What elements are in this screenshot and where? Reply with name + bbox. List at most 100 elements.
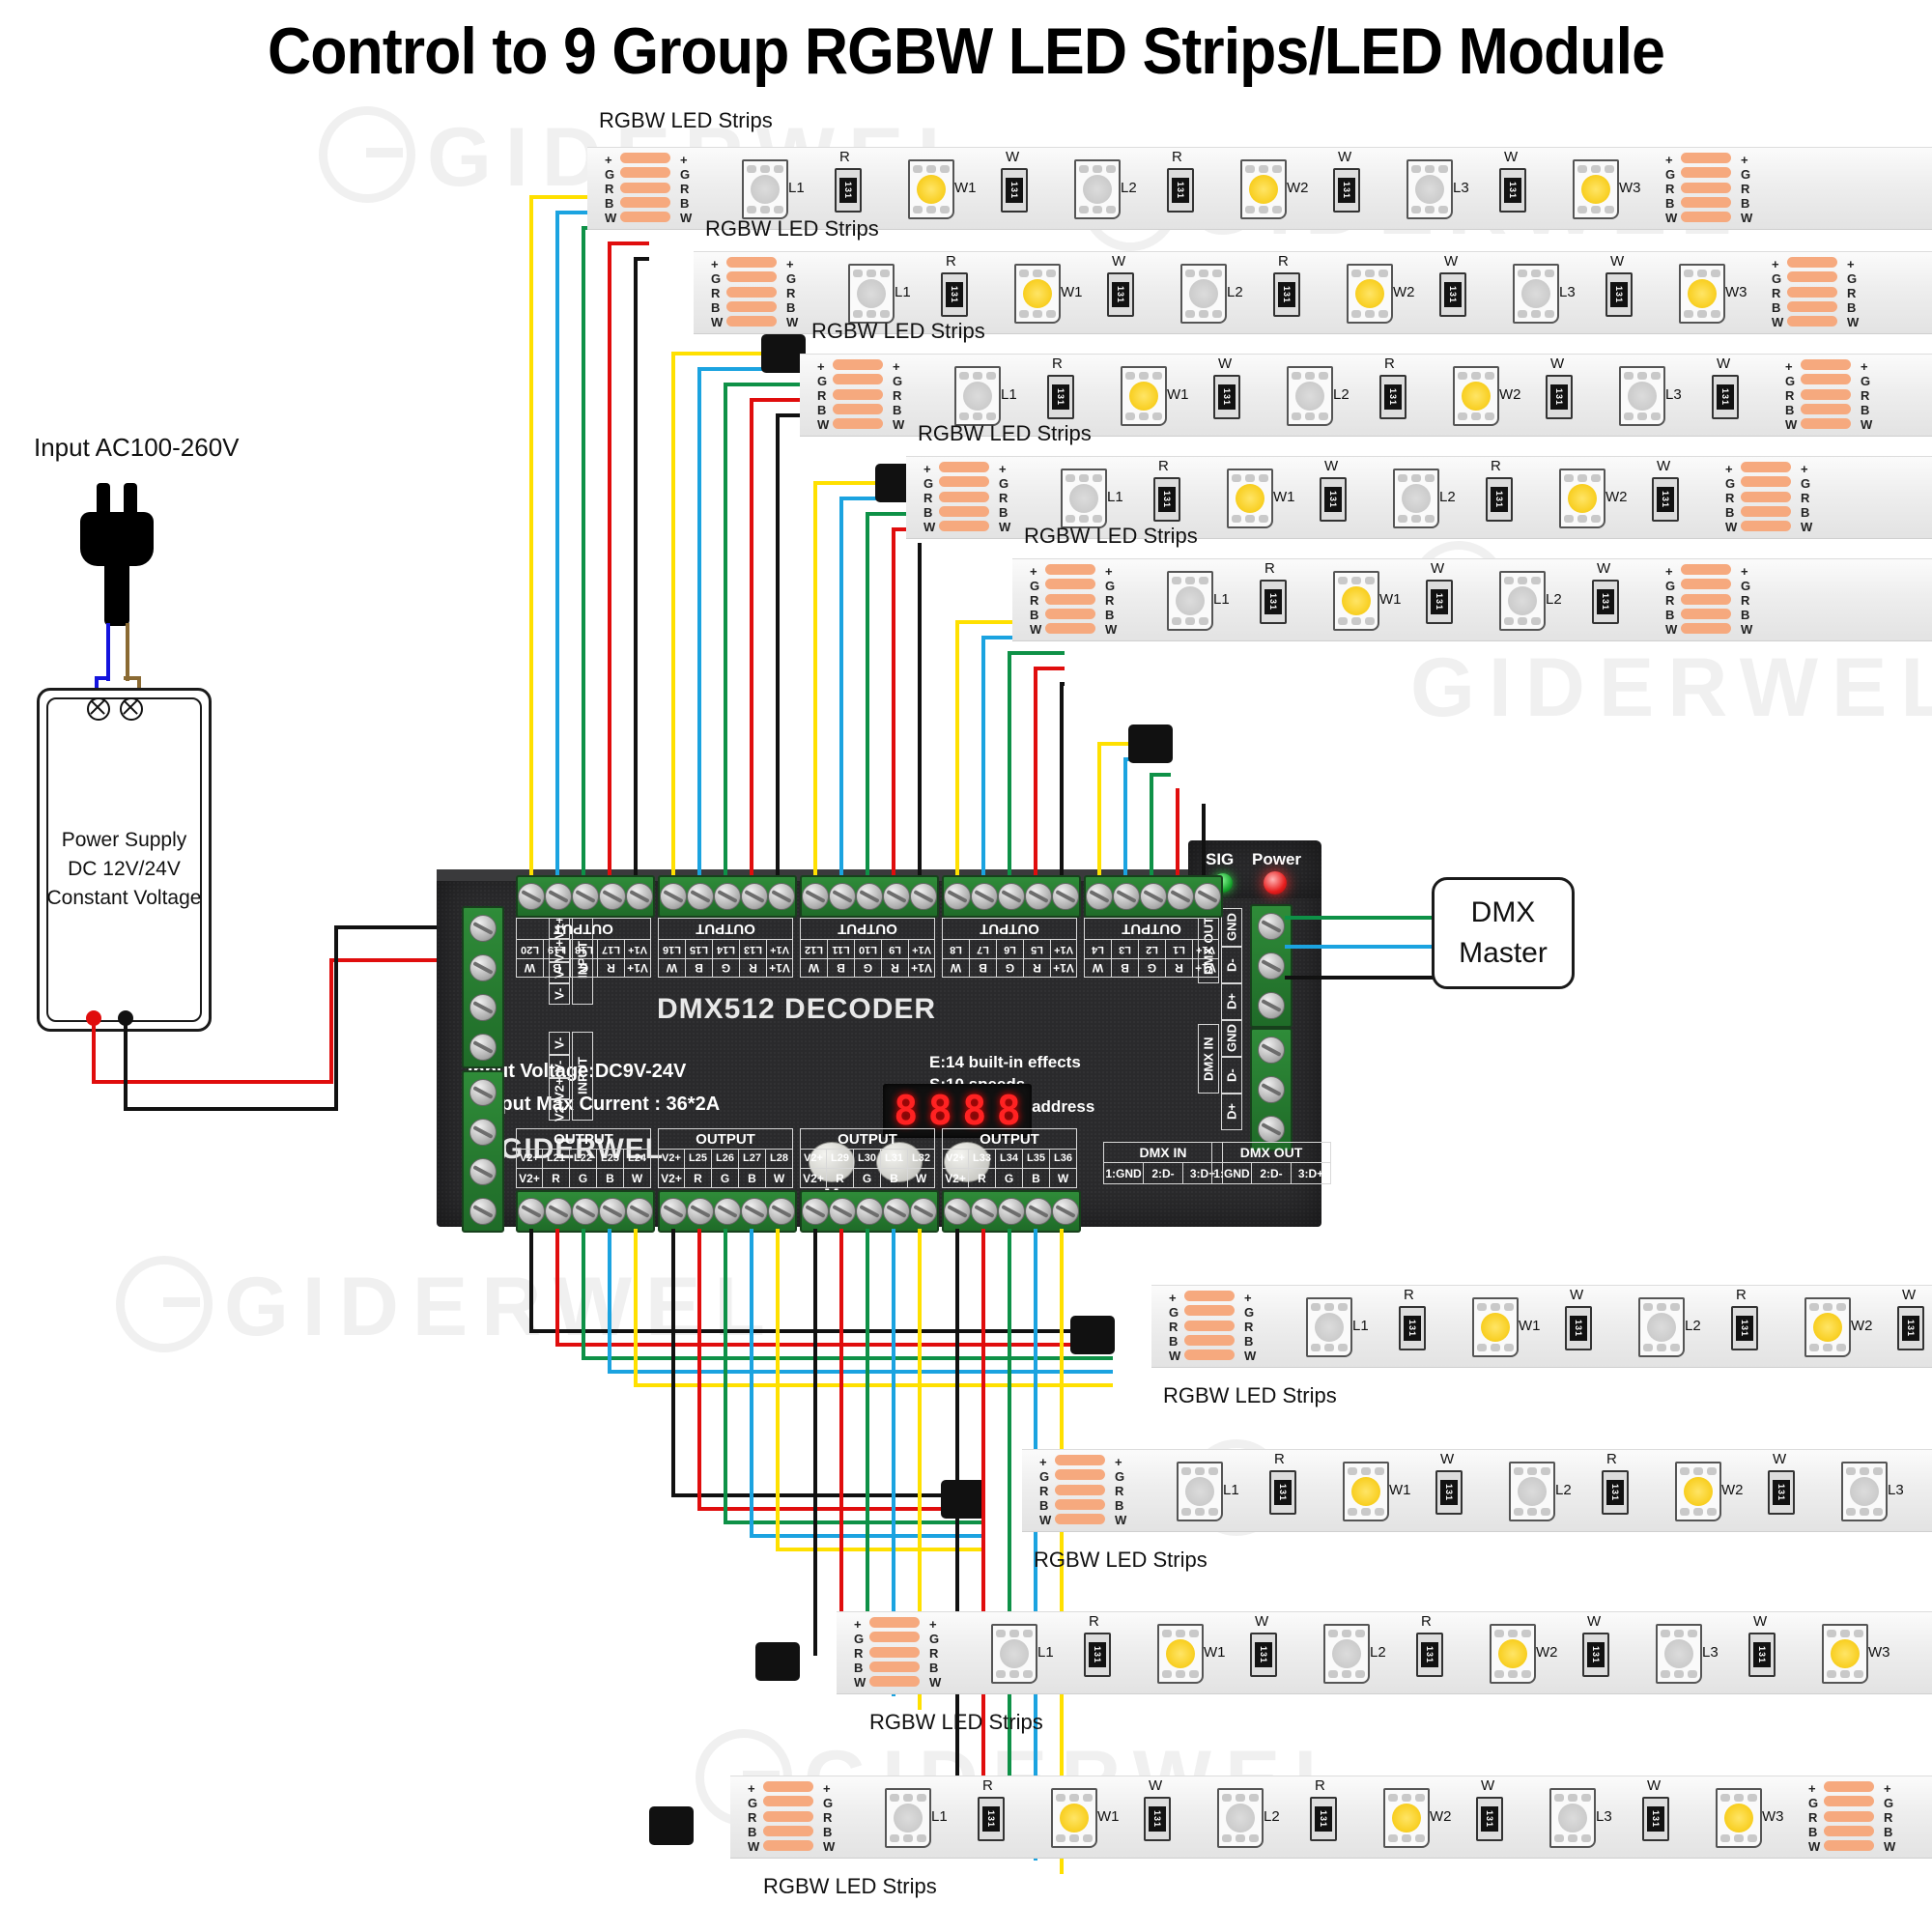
bottom-output-1-screw-4[interactable] bbox=[599, 1198, 626, 1225]
strip-solder-pad[interactable] bbox=[620, 196, 670, 208]
strip-solder-pad[interactable] bbox=[726, 271, 777, 283]
strip-solder-pad[interactable] bbox=[833, 359, 883, 370]
strip-solder-pad[interactable] bbox=[1681, 182, 1731, 193]
strip-solder-pad[interactable] bbox=[1045, 564, 1095, 575]
top-output-2-screw-2[interactable] bbox=[687, 883, 714, 910]
bottom-output-1-screw-3[interactable] bbox=[572, 1198, 599, 1225]
strip-solder-pad[interactable] bbox=[1741, 491, 1791, 502]
bottom-output-2-screw-5[interactable] bbox=[768, 1198, 795, 1225]
top-output-1-screw-1[interactable] bbox=[518, 883, 545, 910]
top-output-2-screw-5[interactable] bbox=[768, 883, 795, 910]
input-1-screw-1[interactable] bbox=[469, 914, 497, 942]
strip-solder-pads-head-4[interactable] bbox=[939, 462, 989, 531]
strip-solder-pad[interactable] bbox=[726, 300, 777, 312]
top-output-3-screw-2[interactable] bbox=[829, 883, 856, 910]
strip-solder-pad[interactable] bbox=[1741, 476, 1791, 488]
strip-solder-pad[interactable] bbox=[1801, 388, 1851, 400]
top-output-terminal-block-1[interactable] bbox=[516, 875, 655, 918]
top-output-terminal-block-5[interactable] bbox=[1084, 875, 1223, 918]
strip-solder-pads-tail-5[interactable] bbox=[1681, 564, 1731, 634]
strip-solder-pad[interactable] bbox=[869, 1646, 920, 1658]
strip-solder-pad[interactable] bbox=[1681, 196, 1731, 208]
bottom-output-3-screw-5[interactable] bbox=[910, 1198, 937, 1225]
strip-solder-pad[interactable] bbox=[1055, 1514, 1105, 1524]
top-output-1-screw-5[interactable] bbox=[626, 883, 653, 910]
strip-solder-pad[interactable] bbox=[1824, 1781, 1874, 1792]
strip-solder-pad[interactable] bbox=[1681, 579, 1731, 590]
strip-solder-pad[interactable] bbox=[1681, 212, 1731, 222]
top-output-1-screw-2[interactable] bbox=[545, 883, 572, 910]
input-1-screw-2[interactable] bbox=[469, 953, 497, 981]
bottom-output-terminal-block-3[interactable] bbox=[800, 1190, 939, 1233]
strip-solder-pad[interactable] bbox=[763, 1825, 813, 1836]
bottom-output-2-screw-3[interactable] bbox=[714, 1198, 741, 1225]
strip-solder-pads-head-1[interactable] bbox=[620, 153, 670, 222]
strip-solder-pad[interactable] bbox=[939, 476, 989, 488]
strip-solder-pad[interactable] bbox=[1787, 257, 1837, 268]
strip-solder-pads-head-9[interactable] bbox=[763, 1781, 813, 1851]
top-output-3-screw-3[interactable] bbox=[856, 883, 883, 910]
bottom-output-3-screw-1[interactable] bbox=[802, 1198, 829, 1225]
strip-solder-pad[interactable] bbox=[620, 182, 670, 193]
strip-solder-pad[interactable] bbox=[833, 403, 883, 414]
top-output-1-screw-3[interactable] bbox=[572, 883, 599, 910]
bottom-output-2-screw-2[interactable] bbox=[687, 1198, 714, 1225]
top-output-terminal-block-4[interactable] bbox=[942, 875, 1081, 918]
strip-solder-pad[interactable] bbox=[763, 1840, 813, 1851]
dmx-in-screw-dminus[interactable] bbox=[1258, 1075, 1285, 1103]
input-1-screw-4[interactable] bbox=[469, 1033, 497, 1061]
strip-solder-pad[interactable] bbox=[1055, 1498, 1105, 1510]
dmx-in-terminal-block[interactable] bbox=[1250, 1028, 1293, 1151]
strip-solder-pad[interactable] bbox=[1055, 1484, 1105, 1495]
bottom-output-3-screw-3[interactable] bbox=[856, 1198, 883, 1225]
bottom-output-4-screw-5[interactable] bbox=[1052, 1198, 1079, 1225]
strip-solder-pad[interactable] bbox=[1681, 153, 1731, 163]
psu-ac-terminal-n[interactable] bbox=[87, 697, 110, 721]
strip-solder-pad[interactable] bbox=[1787, 286, 1837, 298]
top-output-4-screw-5[interactable] bbox=[1052, 883, 1079, 910]
strip-solder-pad[interactable] bbox=[763, 1810, 813, 1822]
top-output-4-screw-4[interactable] bbox=[1025, 883, 1052, 910]
input-1-screw-3[interactable] bbox=[469, 993, 497, 1021]
strip-solder-pad[interactable] bbox=[1741, 521, 1791, 531]
strip-solder-pad[interactable] bbox=[869, 1617, 920, 1628]
dmx-in-screw-gnd[interactable] bbox=[1258, 1036, 1285, 1064]
bottom-output-1-screw-1[interactable] bbox=[518, 1198, 545, 1225]
bottom-output-terminal-block-2[interactable] bbox=[658, 1190, 797, 1233]
strip-solder-pads-head-5[interactable] bbox=[1045, 564, 1095, 634]
strip-solder-pad[interactable] bbox=[1787, 271, 1837, 283]
strip-solder-pad[interactable] bbox=[1741, 462, 1791, 472]
strip-solder-pads-head-7[interactable] bbox=[1055, 1455, 1105, 1524]
bottom-output-3-screw-4[interactable] bbox=[883, 1198, 910, 1225]
strip-solder-pad[interactable] bbox=[1681, 608, 1731, 619]
strip-solder-pads-tail-1[interactable] bbox=[1681, 153, 1731, 222]
strip-solder-pad[interactable] bbox=[1184, 1350, 1235, 1360]
bottom-output-4-screw-4[interactable] bbox=[1025, 1198, 1052, 1225]
input-terminal-block-2[interactable] bbox=[462, 1070, 504, 1233]
strip-solder-pads-tail-9[interactable] bbox=[1824, 1781, 1874, 1851]
dmx-out-screw-dminus[interactable] bbox=[1258, 952, 1285, 980]
strip-solder-pad[interactable] bbox=[726, 286, 777, 298]
bottom-output-3-screw-2[interactable] bbox=[829, 1198, 856, 1225]
input-2-screw-2[interactable] bbox=[469, 1118, 497, 1146]
strip-solder-pad[interactable] bbox=[869, 1661, 920, 1672]
strip-solder-pads-head-6[interactable] bbox=[1184, 1291, 1235, 1360]
strip-solder-pad[interactable] bbox=[1055, 1455, 1105, 1465]
strip-solder-pad[interactable] bbox=[833, 388, 883, 400]
strip-solder-pads-tail-4[interactable] bbox=[1741, 462, 1791, 531]
bottom-output-1-screw-5[interactable] bbox=[626, 1198, 653, 1225]
top-output-2-screw-3[interactable] bbox=[714, 883, 741, 910]
strip-solder-pad[interactable] bbox=[1045, 579, 1095, 590]
top-output-5-screw-2[interactable] bbox=[1113, 883, 1140, 910]
strip-solder-pad[interactable] bbox=[1681, 623, 1731, 634]
bottom-output-4-screw-1[interactable] bbox=[944, 1198, 971, 1225]
strip-solder-pad[interactable] bbox=[1801, 359, 1851, 370]
input-terminal-block-1[interactable] bbox=[462, 906, 504, 1068]
top-output-3-screw-1[interactable] bbox=[802, 883, 829, 910]
strip-solder-pad[interactable] bbox=[763, 1796, 813, 1807]
strip-solder-pad[interactable] bbox=[1824, 1810, 1874, 1822]
strip-solder-pad[interactable] bbox=[1787, 300, 1837, 312]
strip-solder-pads-tail-2[interactable] bbox=[1787, 257, 1837, 327]
psu-ac-terminal-l[interactable] bbox=[120, 697, 143, 721]
strip-solder-pad[interactable] bbox=[1801, 403, 1851, 414]
